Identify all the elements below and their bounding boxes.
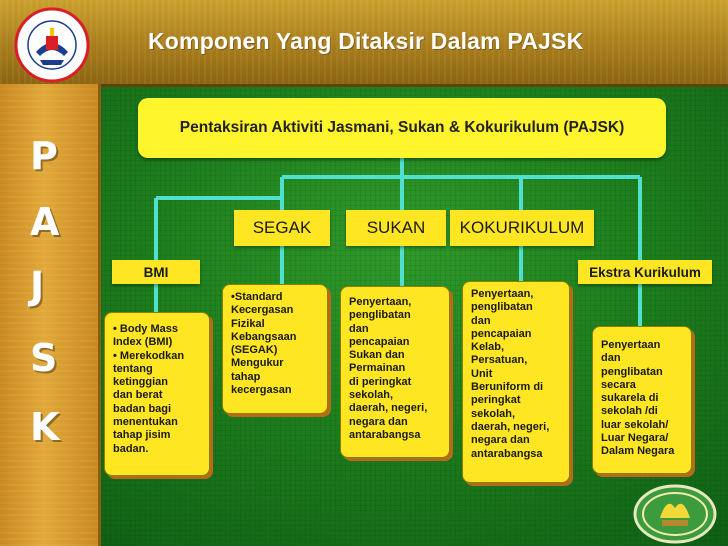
box-kokurikulum: Penyertaan, penglibatan dan pencapaian K…: [462, 281, 570, 483]
box-line: pencapaian: [471, 327, 532, 340]
box-line: Dalam Negara: [601, 445, 675, 458]
box-line: sukarela di: [601, 392, 659, 405]
box-line: Permainan: [349, 362, 406, 375]
side-letter-k: K: [30, 405, 60, 449]
title-bar: [0, 0, 728, 87]
box-line: daerah, negeri,: [471, 420, 550, 433]
box-line: badan bagi: [113, 402, 172, 415]
box-line: sekolah /di: [601, 405, 658, 418]
box-line: Index (BMI): [113, 336, 173, 349]
box-segak: •Standard Kecergasan Fizikal Kebangsaan …: [222, 284, 328, 414]
box-line: Persatuan,: [471, 354, 528, 367]
box-line: tahap jisim: [113, 429, 171, 442]
box-line: badan.: [113, 442, 149, 455]
box-line: Penyertaan: [601, 339, 661, 351]
box-line: dan: [349, 322, 369, 335]
box-line: tahap: [231, 370, 261, 383]
root-label: Pentaksiran Aktiviti Jasmani, Sukan & Ko…: [179, 119, 625, 136]
side-letter-a: A: [30, 200, 60, 244]
box-line: penglibatan: [601, 365, 663, 378]
box-line: • Merekodkan: [113, 349, 185, 362]
box-line: antarabangsa: [471, 447, 543, 460]
category-ekstra-kurikulum: Ekstra Kurikulum: [578, 260, 712, 284]
box-line: Fizikal: [231, 317, 265, 330]
box-line: dan: [471, 314, 491, 327]
side-banner: [0, 84, 101, 546]
box-line: Penyertaan,: [349, 296, 412, 308]
box-line: Kecergasan: [231, 304, 294, 317]
box-line: Mengukur: [231, 357, 284, 370]
box-line: dan: [601, 352, 621, 365]
box-line: Luar Negara/: [601, 432, 669, 445]
box-sukan: Penyertaan, penglibatan dan pencapaian S…: [340, 286, 450, 458]
box-line: sekolah,: [471, 407, 516, 420]
ministry-logo: [14, 7, 90, 83]
box-line: daerah, negeri,: [349, 402, 428, 415]
box-line: Beruniform di: [471, 381, 544, 394]
side-letter-s: S: [30, 336, 58, 380]
box-line: peringkat: [471, 394, 521, 407]
box-line: ketinggian: [113, 376, 169, 389]
box-line: pencapaian: [349, 335, 410, 348]
slide-title: Komponen Yang Ditaksir Dalam PAJSK: [148, 28, 584, 54]
box-line: secara: [601, 378, 636, 391]
box-bmi: • Body Mass Index (BMI) • Merekodkan ten…: [104, 312, 210, 476]
side-letter-p: P: [30, 134, 58, 178]
box-line: •Standard: [231, 291, 283, 303]
box-line: Sukan dan: [349, 349, 405, 362]
box-line: negara dan: [349, 415, 408, 428]
root-node: Pentaksiran Aktiviti Jasmani, Sukan & Ko…: [138, 98, 666, 158]
box-line: Penyertaan,: [471, 288, 534, 300]
box-line: sekolah,: [349, 389, 394, 402]
box-line: Kebangsaan: [231, 330, 297, 343]
category-segak: SEGAK: [234, 210, 330, 246]
box-line: Kelab,: [471, 341, 505, 354]
box-line: tentang: [113, 362, 153, 375]
box-line: menentukan: [113, 416, 178, 429]
box-line: penglibatan: [471, 301, 533, 314]
category-sukan: SUKAN: [346, 210, 446, 246]
box-line: antarabangsa: [349, 428, 421, 441]
box-line: Unit: [471, 367, 493, 380]
box-line: (SEGAK): [231, 344, 278, 357]
box-line: kecergasan: [231, 384, 292, 397]
malaysia-badge: [633, 484, 717, 544]
box-line: negara dan: [471, 434, 530, 447]
box-line: penglibatan: [349, 309, 411, 322]
box-line: • Body Mass: [113, 323, 178, 335]
box-line: dan berat: [113, 389, 163, 402]
box-line: di peringkat: [349, 375, 412, 388]
box-ekstra-kurikulum: Penyertaan dan penglibatan secara sukare…: [592, 326, 692, 474]
side-letter-j: J: [30, 264, 45, 308]
category-bmi: BMI: [112, 260, 200, 284]
box-line: luar sekolah/: [601, 418, 669, 431]
category-kokurikulum: KOKURIKULUM: [450, 210, 594, 246]
